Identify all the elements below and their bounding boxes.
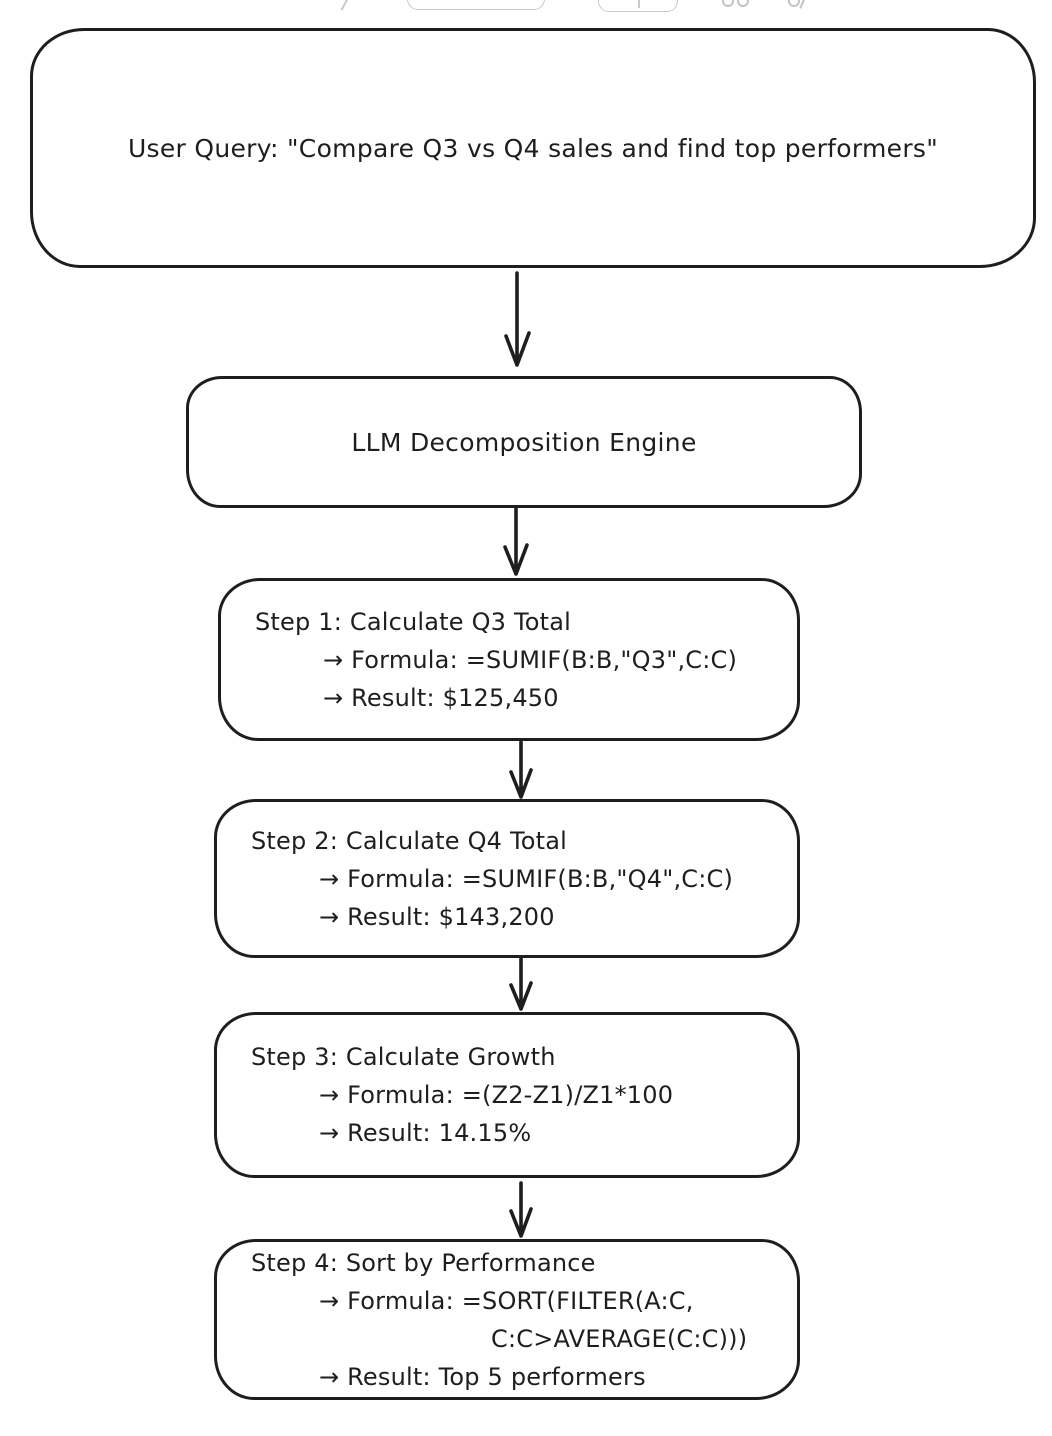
step-title: Step 2: Calculate Q4 Total xyxy=(251,826,568,855)
node-step-3[interactable]: Step 3: Calculate Growth → Formula: =(Z2… xyxy=(214,1012,800,1178)
step-formula: → Formula: =(Z2-Z1)/Z1*100 xyxy=(319,1081,674,1109)
node-step-2[interactable]: Step 2: Calculate Q4 Total → Formula: =S… xyxy=(214,799,800,958)
node-step-4[interactable]: Step 4: Sort by Performance → Formula: =… xyxy=(214,1239,800,1400)
step-result: → Result: $125,450 xyxy=(323,683,559,712)
pen-stroke-fragment xyxy=(340,0,350,11)
text-descenders-fragment xyxy=(737,0,749,7)
node-step-1[interactable]: Step 1: Calculate Q3 Total → Formula: =S… xyxy=(218,578,800,741)
node-user-query[interactable]: User Query: "Compare Q3 vs Q4 sales and … xyxy=(30,28,1036,268)
node-llm-decomposition-engine[interactable]: LLM Decomposition Engine xyxy=(186,376,862,508)
toolbar-button-fragment[interactable] xyxy=(598,0,678,12)
step-formula: → Formula: =SORT(FILTER(A:C, xyxy=(319,1286,694,1315)
connector-arrow-down[interactable] xyxy=(503,1180,539,1240)
step-result: → Result: $143,200 xyxy=(319,902,555,931)
connector-arrow-down[interactable] xyxy=(498,506,534,578)
toolbar-tick-icon xyxy=(638,0,640,8)
toolbar-button-fragment[interactable] xyxy=(407,0,545,10)
step-formula-continuation: C:C>AVERAGE(C:C))) xyxy=(491,1324,748,1353)
step-formula: → Formula: =SUMIF(B:B,"Q4",C:C) xyxy=(319,864,734,893)
step-title: Step 1: Calculate Q3 Total xyxy=(255,607,572,636)
step-result: → Result: 14.15% xyxy=(319,1119,532,1147)
step-title: Step 3: Calculate Growth xyxy=(251,1043,556,1071)
connector-arrow-down[interactable] xyxy=(503,739,539,801)
text-descenders-fragment xyxy=(722,0,734,7)
step-title: Step 4: Sort by Performance xyxy=(251,1248,596,1277)
step-formula: → Formula: =SUMIF(B:B,"Q3",C:C) xyxy=(323,645,738,674)
text-descenders-fragment xyxy=(799,0,807,9)
connector-arrow-down[interactable] xyxy=(503,955,539,1013)
text-descenders-fragment xyxy=(788,0,800,7)
user-query-label: User Query: "Compare Q3 vs Q4 sales and … xyxy=(127,133,939,163)
engine-label: LLM Decomposition Engine xyxy=(351,427,697,457)
step-result: → Result: Top 5 performers xyxy=(319,1362,646,1391)
connector-arrow-down[interactable] xyxy=(499,270,535,370)
